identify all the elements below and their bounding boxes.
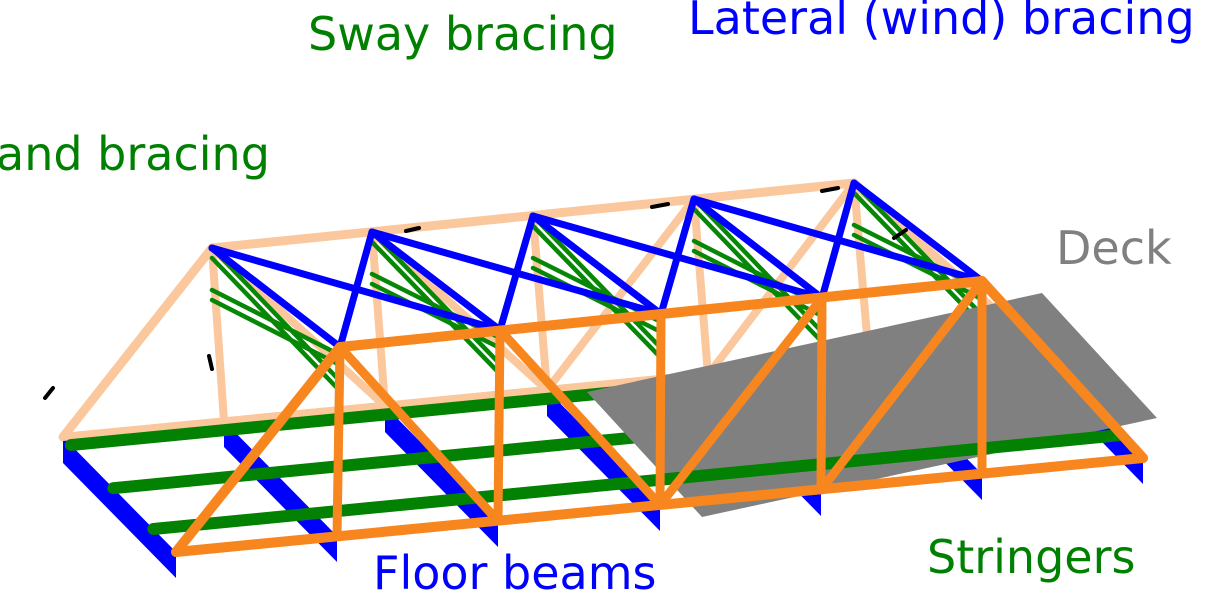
far-vertical: [690, 195, 712, 379]
far-vertical: [368, 228, 389, 410]
hidden-line-mark: [207, 354, 214, 371]
hidden-line-mark: [892, 228, 908, 240]
label-stringers: Stringers: [927, 530, 1136, 584]
far-diagonal: [543, 195, 698, 394]
label-lateral-bracing: Lateral (wind) bracing: [688, 0, 1195, 45]
label-sway-bracing: Sway bracing: [308, 7, 618, 61]
sway-diagonal: [851, 232, 985, 302]
label-portal-bracing: and bracing: [0, 127, 270, 181]
hidden-line-mark: [820, 186, 840, 193]
far-vertical: [208, 244, 228, 425]
deck-surface: [587, 293, 1157, 517]
near-vertical: [332, 342, 345, 541]
sway-diagonal: [209, 245, 343, 384]
lateral-diagonal: [208, 244, 504, 334]
top-strut: [208, 244, 344, 351]
far-vertical: [850, 179, 873, 363]
lateral-diagonal: [368, 228, 665, 318]
sway-diagonal: [530, 265, 664, 335]
deck-plane: [587, 293, 1157, 517]
near-diagonal: [655, 293, 827, 510]
hidden-line-mark: [404, 226, 421, 233]
sway-diagonal: [691, 196, 825, 335]
far-end-post-left: [58, 243, 217, 442]
far-vertical: [529, 212, 551, 394]
sway-diagonal: [369, 229, 503, 367]
near-diagonal: [335, 342, 503, 526]
lateral-diagonal: [529, 212, 826, 302]
top-strut: [690, 195, 826, 302]
lateral-diagonal: [690, 195, 986, 285]
sway-diagonal: [691, 248, 825, 319]
sway-diagonal: [530, 213, 664, 351]
near-truss: [171, 276, 1148, 557]
hidden-line-marks: [43, 186, 908, 400]
sway-diagonal: [369, 239, 503, 377]
near-diagonal: [495, 325, 665, 510]
floor-beam: [63, 437, 176, 578]
far-diagonal: [704, 179, 858, 379]
sway-diagonal: [209, 297, 343, 368]
near-diagonal: [816, 276, 987, 495]
top-strut: [850, 179, 986, 285]
label-floor-beams: Floor beams: [373, 546, 657, 599]
top-strut: [529, 212, 665, 318]
near-end-post-left: [171, 342, 345, 557]
near-vertical: [493, 325, 505, 526]
hidden-line-mark: [650, 202, 670, 209]
label-deck: Deck: [1056, 221, 1172, 275]
hidden-line-mark: [43, 386, 55, 400]
near-vertical: [816, 293, 827, 495]
near-vertical: [655, 309, 666, 510]
top-strut: [368, 228, 504, 334]
lateral-bracing-members: [208, 179, 986, 351]
near-end-post-right: [977, 276, 1148, 463]
floor-beam: [547, 390, 660, 531]
floor-beam: [385, 406, 498, 547]
sway-diagonal: [851, 180, 985, 318]
sway-diagonal: [530, 223, 664, 361]
